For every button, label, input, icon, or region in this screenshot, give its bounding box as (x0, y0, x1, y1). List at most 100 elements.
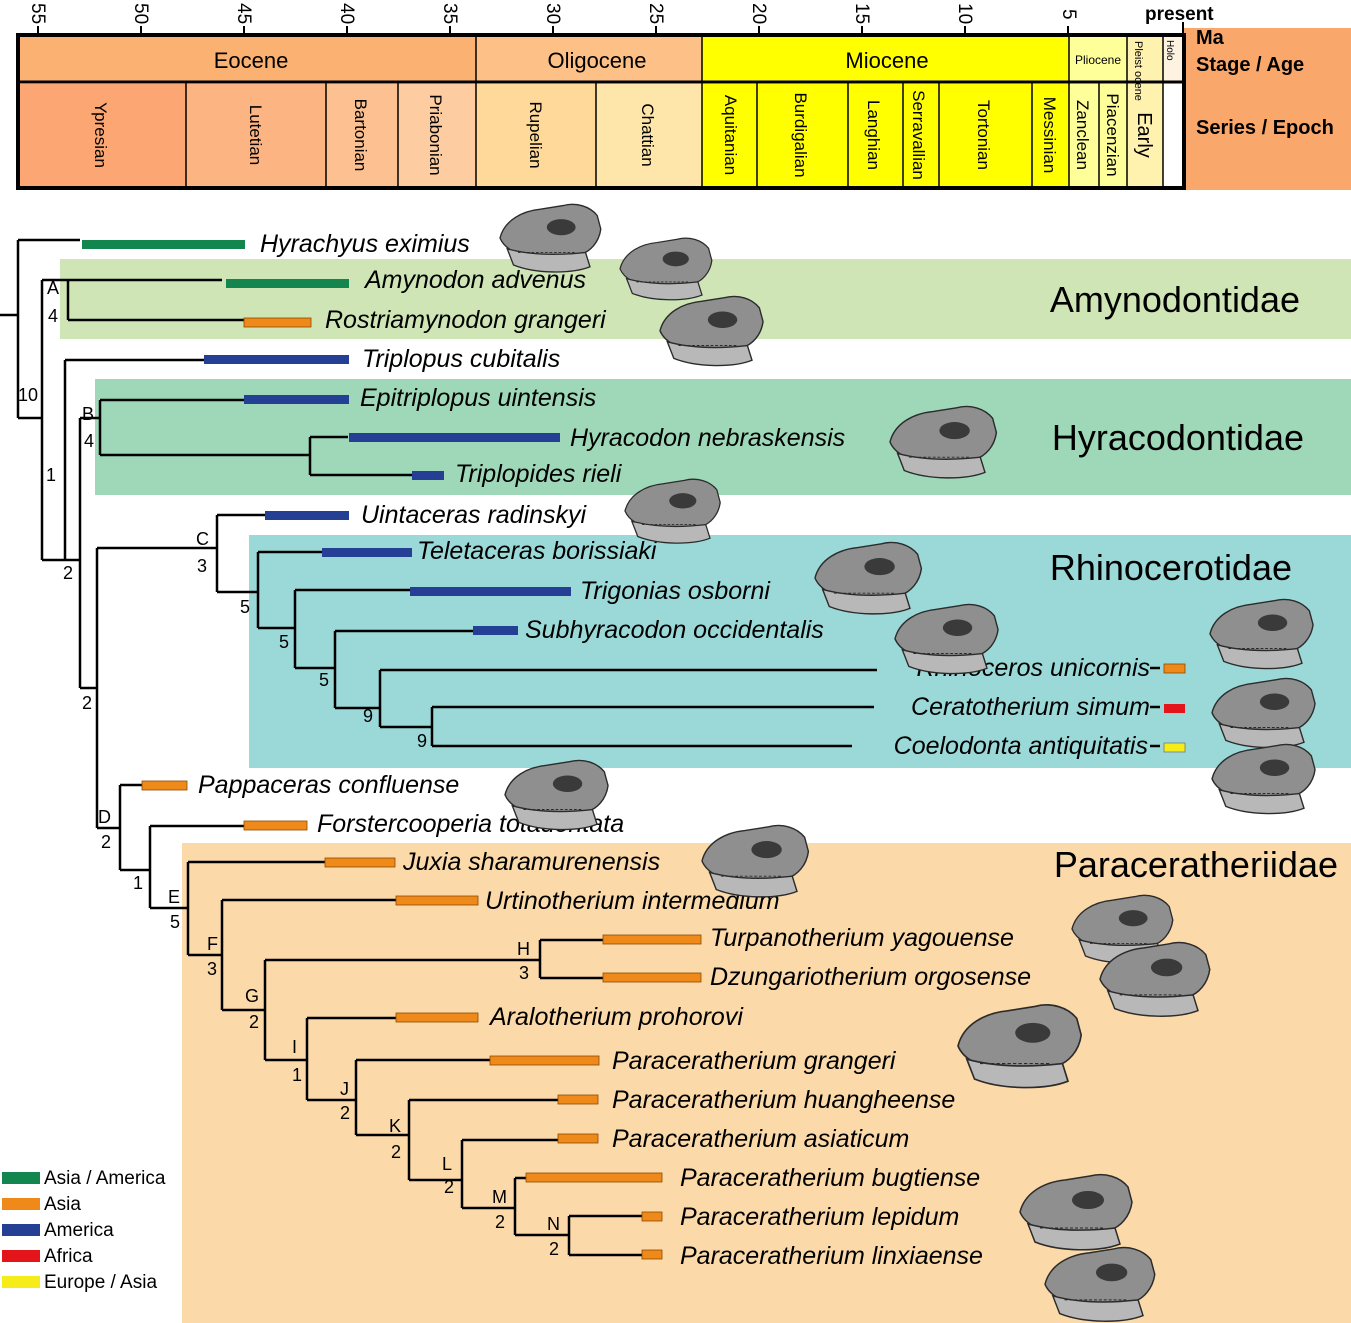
range-bar (243, 317, 312, 328)
taxon-label: Rostriamynodon grangeri (325, 306, 607, 334)
node-letter: E (168, 887, 180, 907)
present-label: present (1145, 4, 1214, 25)
range-bar (265, 511, 349, 520)
node-letter: J (340, 1079, 349, 1099)
epoch-label: Eocene (214, 48, 289, 73)
stage-label: Burdigalian (791, 92, 810, 177)
taxon-label: Uintaceras radinskyi (361, 501, 588, 529)
range-bar (1163, 742, 1186, 753)
tick-label: 10 (954, 3, 975, 24)
skull-image (619, 237, 713, 301)
taxon-label: Pappaceras confluense (198, 771, 459, 799)
range-bar (412, 471, 444, 480)
support-value: 2 (549, 1239, 559, 1259)
stage-label: Tortonian (974, 100, 993, 170)
legend-label: America (44, 1220, 114, 1241)
node-letter: N (547, 1214, 560, 1234)
scale-label-panel (1183, 28, 1351, 190)
range-bar (395, 895, 479, 906)
range-bar (602, 972, 702, 983)
tick-label: 45 (233, 3, 254, 24)
range-bar (226, 279, 349, 288)
support-value: 3 (207, 959, 217, 979)
taxon-label: Paraceratherium huangheense (612, 1086, 955, 1114)
support-value: 5 (319, 670, 329, 690)
support-value: 5 (279, 632, 289, 652)
taxon-label: Paraceratherium linxiaense (680, 1242, 983, 1270)
node-letter: I (292, 1037, 297, 1057)
range-bar (395, 1012, 479, 1023)
support-value: 1 (292, 1065, 302, 1085)
stage-label: Ypresian (91, 102, 110, 168)
tick-label: 25 (645, 3, 666, 24)
range-bar (525, 1172, 663, 1183)
support-value: 4 (84, 431, 94, 451)
range-bar (243, 820, 308, 831)
taxon-label: Epitriplopus uintensis (360, 384, 596, 412)
support-value: 2 (249, 1012, 259, 1032)
legend-swatch (2, 1276, 40, 1288)
support-value: 1 (46, 465, 56, 485)
family-label: Paraceratheriidae (1054, 844, 1338, 885)
range-bar (473, 626, 518, 635)
support-value: 2 (444, 1177, 454, 1197)
legend-label: Europe / Asia (44, 1272, 157, 1293)
node-letter: F (207, 934, 218, 954)
legend-swatch (2, 1172, 40, 1184)
range-bar (641, 1249, 663, 1260)
stage-label: Zanclean (1073, 100, 1092, 170)
family-label: Rhinocerotidae (1050, 547, 1292, 588)
range-bar (82, 240, 245, 249)
range-bar (1163, 663, 1186, 674)
taxon-label: Dzungariotherium orgosense (710, 963, 1031, 991)
scale-unit-label: Ma (1196, 27, 1225, 49)
stage-label: Piacenzian (1103, 93, 1122, 176)
node-letter: B (82, 404, 94, 424)
taxon-label: Aralotherium prohorovi (488, 1003, 744, 1031)
tick-label: 50 (130, 3, 151, 24)
support-value: 5 (170, 912, 180, 932)
legend-label: Asia / America (44, 1168, 166, 1189)
support-value: 2 (101, 832, 111, 852)
support-value: 10 (18, 385, 38, 405)
stage-label: Messinian (1040, 97, 1059, 174)
epoch-label: Miocene (845, 48, 928, 73)
stage-age-label: Stage / Age (1196, 54, 1304, 76)
range-bars (82, 240, 1186, 1260)
support-value: 2 (63, 563, 73, 583)
range-bar (349, 433, 560, 442)
range-bar (322, 548, 412, 557)
support-value: 2 (391, 1142, 401, 1162)
taxon-label: Juxia sharamurenensis (402, 848, 660, 876)
skull-image (504, 759, 609, 831)
node-letter: A (47, 278, 59, 298)
epoch-label: Holo (1164, 40, 1175, 61)
legend: Asia / America Asia America Africa Europ… (2, 1168, 166, 1293)
range-bar (557, 1133, 599, 1144)
support-value: 3 (519, 963, 529, 983)
tick-label: 5 (1058, 9, 1079, 20)
tick-label: 20 (748, 3, 769, 24)
support-value: 9 (363, 706, 373, 726)
range-bar (141, 780, 188, 791)
stage-label: Langhian (864, 100, 883, 170)
range-bar (489, 1055, 600, 1066)
support-value: 3 (197, 556, 207, 576)
stage-label: Early (1133, 112, 1155, 158)
taxon-label: Paraceratherium asiaticum (612, 1125, 909, 1153)
range-bar (244, 395, 349, 404)
node-letter: C (196, 529, 209, 549)
tick-label: 15 (851, 3, 872, 24)
taxon-label: Subhyracodon occidentalis (525, 616, 824, 644)
stage-label: Serravallian (909, 90, 928, 180)
stage-label: Aquitanian (721, 95, 740, 175)
series-epoch-label: Series / Epoch (1196, 117, 1334, 139)
taxon-label: Turpanotherium yagouense (710, 924, 1014, 952)
epoch-label: Pliocene (1075, 53, 1121, 67)
support-value: 4 (48, 306, 58, 326)
tick-label: 55 (27, 3, 48, 24)
taxon-label: Ceratotherium simum (911, 693, 1150, 721)
support-value: 2 (495, 1212, 505, 1232)
legend-label: Asia (44, 1194, 81, 1215)
